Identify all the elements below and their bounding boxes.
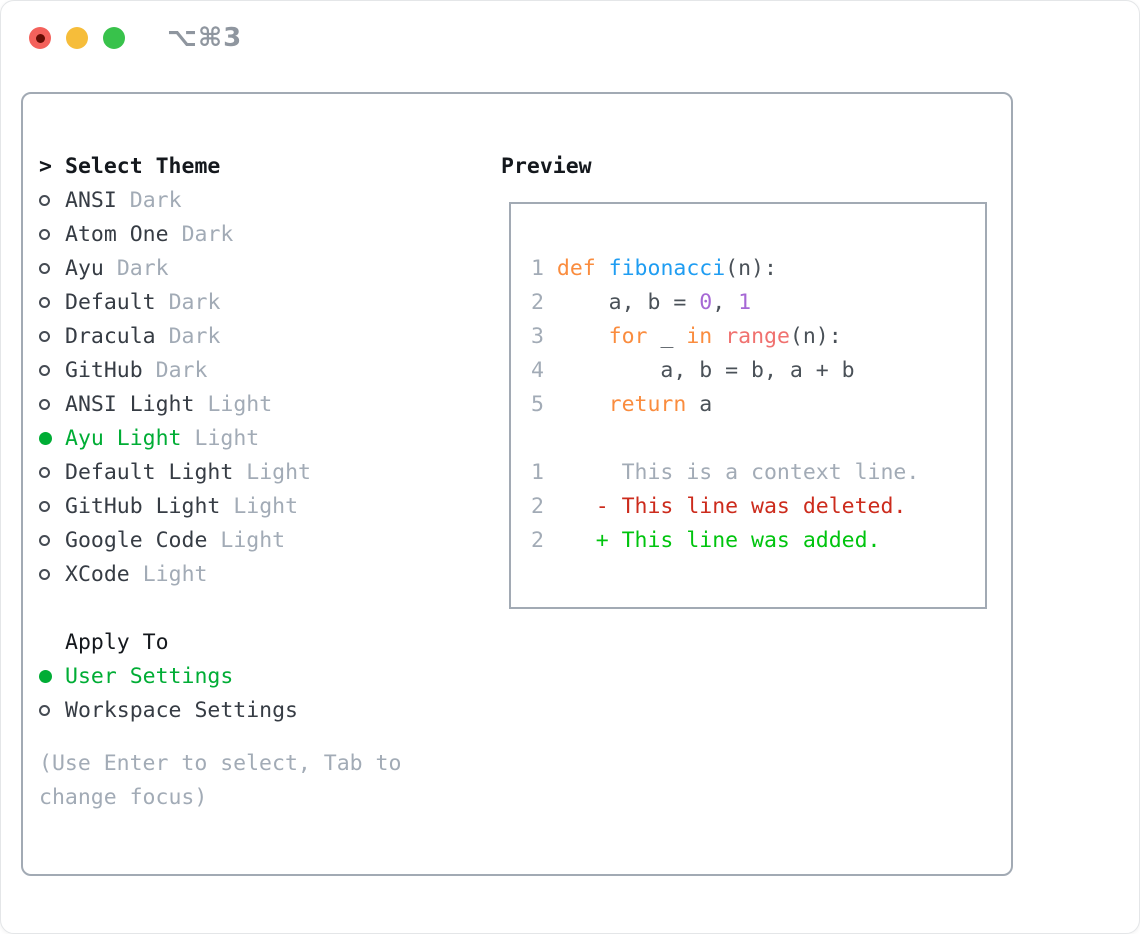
radio-selected-icon (39, 669, 65, 683)
window-title: ⌥⌘3 (167, 23, 243, 53)
radio-icon (39, 568, 65, 580)
minimize-button-icon[interactable] (66, 27, 88, 49)
blank-line (531, 421, 985, 455)
theme-option-dracula-dark[interactable]: Dracula Dark (39, 319, 311, 353)
radio-icon (39, 296, 65, 308)
diff-line-context: 1 This is a context line. (531, 459, 920, 485)
code-line: 3 for _ in range(n): (531, 323, 842, 349)
theme-list: > Select Theme ANSI Dark Atom One Dark A… (39, 149, 311, 591)
radio-icon (39, 364, 65, 376)
theme-option-github-dark[interactable]: GitHub Dark (39, 353, 311, 387)
code-line: 5 return a (531, 391, 713, 417)
theme-option-default-dark[interactable]: Default Dark (39, 285, 311, 319)
radio-icon (39, 228, 65, 240)
diff-line-added: 2 + This line was added. (531, 527, 881, 553)
theme-option-ansi-dark[interactable]: ANSI Dark (39, 183, 311, 217)
line-number: 3 (531, 323, 544, 349)
caret-prompt-icon: > (39, 153, 52, 179)
preview-header: Preview (501, 153, 592, 179)
theme-picker-panel: > Select Theme ANSI Dark Atom One Dark A… (21, 92, 1013, 876)
radio-icon (39, 194, 65, 206)
close-button-icon[interactable] (29, 27, 51, 49)
line-number: 1 (531, 459, 544, 485)
page-title: Select Theme (65, 153, 221, 179)
code-line: 2 a, b = 0, 1 (531, 289, 752, 315)
apply-to-header: Apply To (65, 629, 169, 655)
radio-icon (39, 330, 65, 342)
theme-option-xcode-light[interactable]: XCode Light (39, 557, 311, 591)
radio-icon (39, 398, 65, 410)
select-theme-header: > Select Theme (39, 149, 311, 183)
line-number: 4 (531, 357, 544, 383)
code-line: 4 a, b = b, a + b (531, 357, 855, 383)
radio-icon (39, 500, 65, 512)
line-number: 2 (531, 289, 544, 315)
keyboard-hint: (Use Enter to select, Tab to change focu… (39, 751, 402, 810)
radio-icon (39, 466, 65, 478)
theme-option-google-code-light[interactable]: Google Code Light (39, 523, 311, 557)
theme-option-atom-one-dark[interactable]: Atom One Dark (39, 217, 311, 251)
line-number: 5 (531, 391, 544, 417)
apply-to-section: Apply To User Settings Workspace Setting… (39, 625, 298, 727)
theme-option-default-light[interactable]: Default Light Light (39, 455, 311, 489)
line-number: 1 (531, 255, 544, 281)
line-number: 2 (531, 527, 544, 553)
radio-icon (39, 534, 65, 546)
titlebar: ⌥⌘3 (1, 1, 1139, 75)
theme-option-ayu-dark[interactable]: Ayu Dark (39, 251, 311, 285)
zoom-button-icon[interactable] (103, 27, 125, 49)
radio-selected-icon (39, 431, 65, 445)
apply-option-user-settings[interactable]: User Settings (39, 659, 298, 693)
radio-icon (39, 704, 65, 716)
apply-option-workspace-settings[interactable]: Workspace Settings (39, 693, 298, 727)
theme-option-ayu-light[interactable]: Ayu Light Light (39, 421, 311, 455)
diff-line-deleted: 2 - This line was deleted. (531, 493, 907, 519)
line-number: 2 (531, 493, 544, 519)
traffic-lights (29, 27, 125, 49)
theme-option-ansi-light[interactable]: ANSI Light Light (39, 387, 311, 421)
theme-option-github-light[interactable]: GitHub Light Light (39, 489, 311, 523)
radio-icon (39, 262, 65, 274)
